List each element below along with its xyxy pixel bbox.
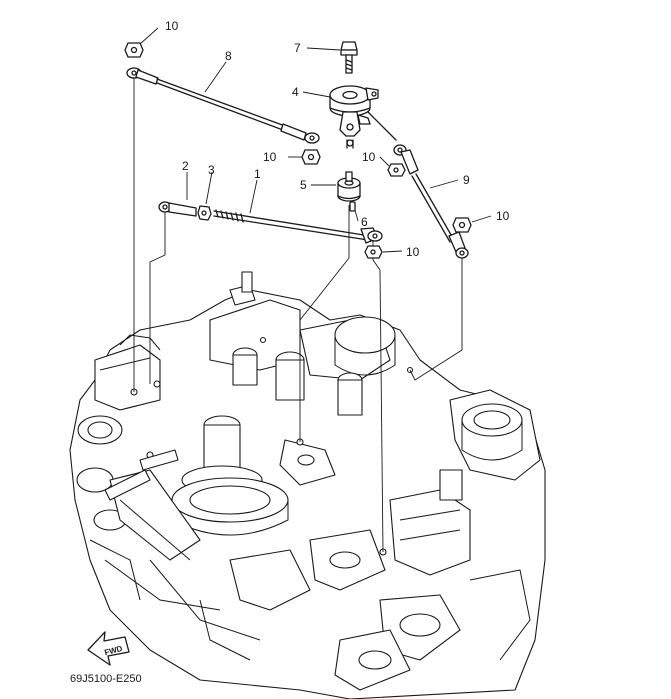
bolt-part-7 bbox=[340, 41, 358, 74]
callout-1: 1 bbox=[254, 167, 261, 181]
collar-part-5 bbox=[337, 171, 361, 202]
callout-4: 4 bbox=[292, 85, 299, 99]
nut-part-3 bbox=[197, 205, 212, 221]
nut-part-10-a bbox=[124, 42, 144, 58]
engine-block bbox=[69, 271, 546, 699]
nut-part-10-d bbox=[452, 217, 472, 233]
diagram-code: 69J5100-E250 bbox=[70, 673, 142, 685]
callout-10-top: 10 bbox=[165, 19, 179, 33]
callout-3: 3 bbox=[208, 163, 215, 177]
rod-part-9 bbox=[367, 111, 469, 259]
rod-part-8 bbox=[126, 67, 320, 144]
callout-7: 7 bbox=[294, 41, 301, 55]
callout-leaders bbox=[139, 27, 492, 253]
callout-10-lower: 10 bbox=[406, 245, 420, 259]
nut-part-10-c bbox=[387, 163, 406, 177]
callout-2: 2 bbox=[182, 159, 189, 173]
nut-part-10-e bbox=[364, 245, 383, 259]
nut-part-10-b bbox=[301, 149, 321, 165]
lever-part-4 bbox=[329, 85, 379, 149]
callout-10-farright: 10 bbox=[496, 209, 510, 223]
callout-10-right: 10 bbox=[362, 150, 376, 164]
linkage-parts bbox=[124, 41, 472, 259]
fwd-arrow: FWD bbox=[87, 631, 130, 666]
callout-9: 9 bbox=[463, 173, 470, 187]
callout-5: 5 bbox=[300, 178, 307, 192]
pin-part-6 bbox=[349, 201, 356, 212]
joint-part-2 bbox=[158, 201, 197, 217]
callout-numbers: 10 8 7 4 10 10 9 5 6 10 10 2 3 1 bbox=[165, 19, 510, 259]
callout-10-mid: 10 bbox=[263, 150, 277, 164]
rod-part-1 bbox=[213, 209, 383, 244]
callout-6: 6 bbox=[361, 215, 368, 229]
callout-8: 8 bbox=[225, 49, 232, 63]
